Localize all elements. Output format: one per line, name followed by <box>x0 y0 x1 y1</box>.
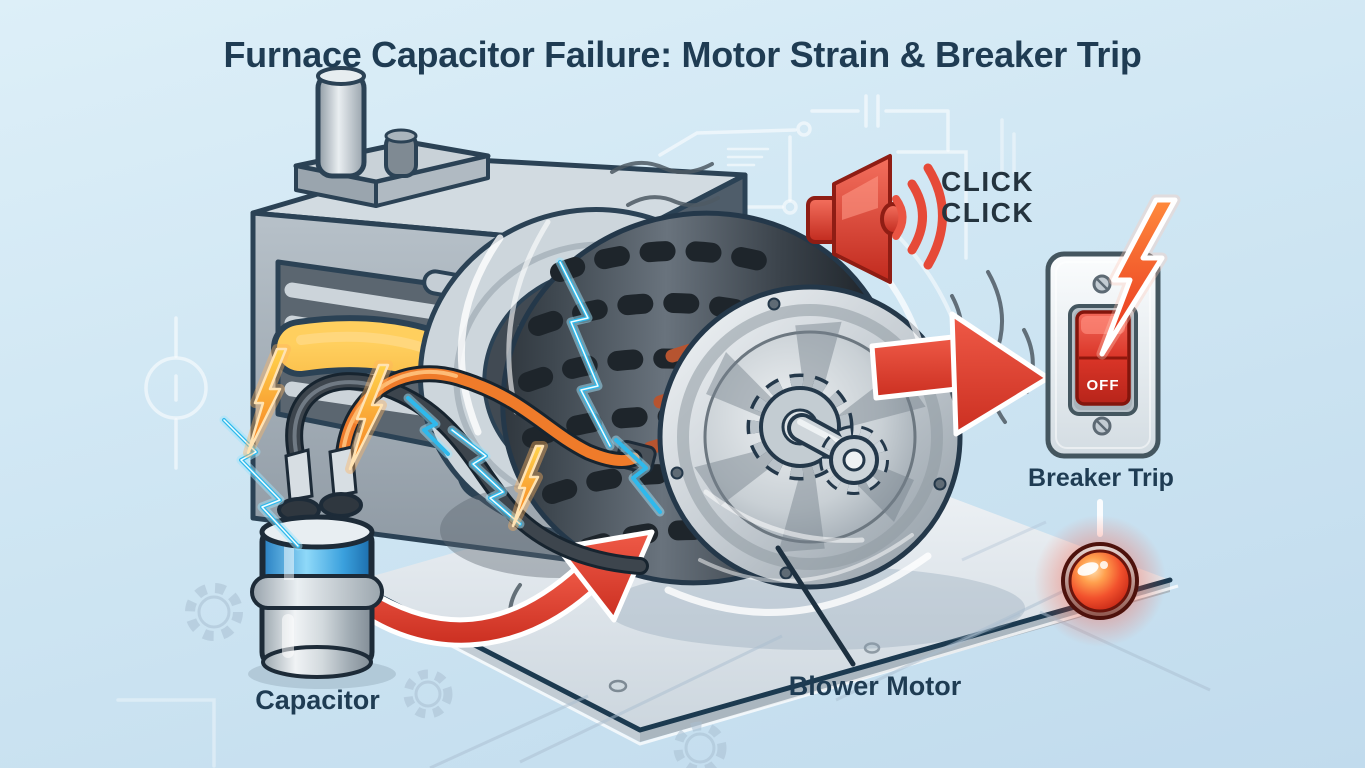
click-line-1: CLICK <box>941 166 1035 197</box>
gear-outline-sketches <box>185 583 727 768</box>
breaker-lightning-bolt-icon <box>1096 194 1181 360</box>
indicator-light <box>1034 499 1166 647</box>
capacitor-label: Capacitor <box>255 685 380 715</box>
small-gear-icon <box>819 425 889 495</box>
blower-motor-label: Blower Motor <box>788 671 962 701</box>
blower-motor-leader-line <box>775 545 856 667</box>
capacitor-illustration <box>248 445 396 689</box>
breaker-trip-label: Breaker Trip <box>1028 464 1174 492</box>
furnace-flue-pipe <box>293 66 491 208</box>
click-line-2: CLICK <box>941 197 1035 229</box>
sound-waves-icon <box>892 163 947 270</box>
background-circuit-lines <box>116 94 1016 768</box>
click-click-label: CLICK CLICK <box>941 166 1034 229</box>
electric-arc-sparks <box>219 257 665 551</box>
switch-screws <box>1092 274 1112 436</box>
page-title: Furnace Capacitor Failure: Motor Strain … <box>223 34 1142 75</box>
switch-off-label: OFF <box>1086 377 1120 394</box>
spark-bolt-icons <box>243 344 548 531</box>
red-arrow-straight <box>869 311 1051 437</box>
